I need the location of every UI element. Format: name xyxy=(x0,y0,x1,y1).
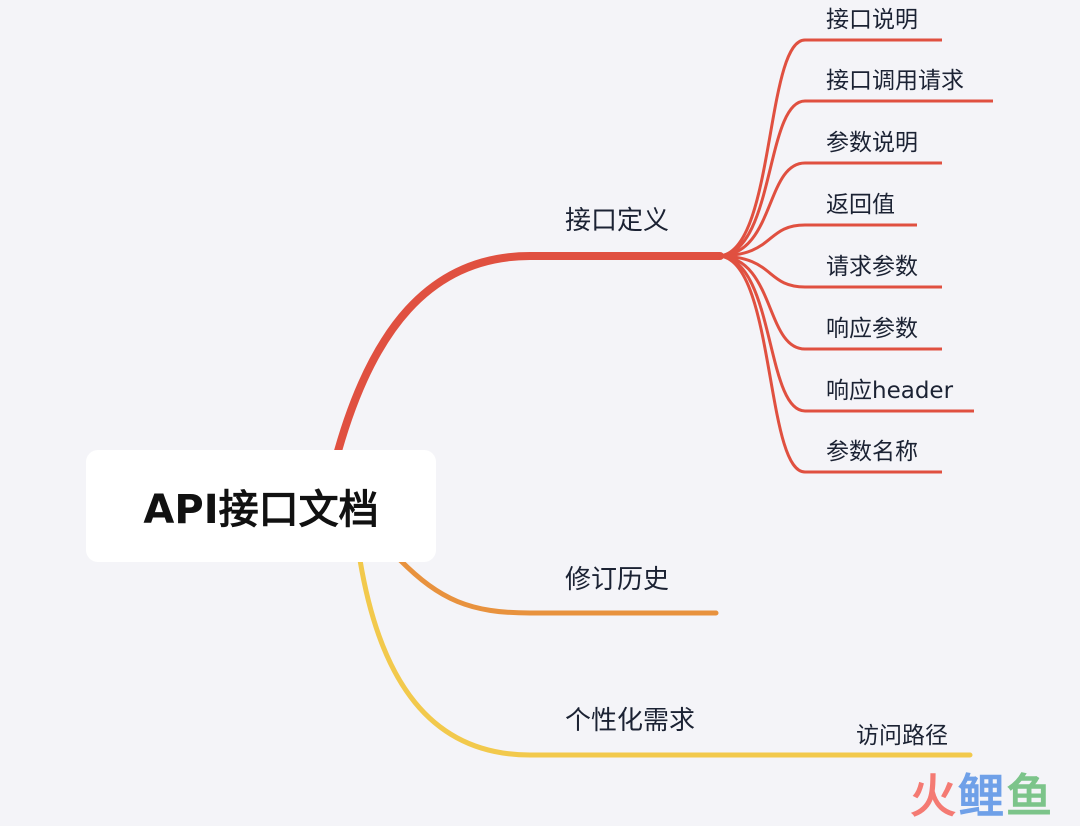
mind-map-connectors xyxy=(331,38,993,758)
connector-leaf xyxy=(717,161,942,258)
watermark-char: 鲤 xyxy=(958,769,1006,823)
leaf-node[interactable]: 请求参数 xyxy=(826,254,918,280)
leaf-node[interactable]: 参数说明 xyxy=(826,130,918,156)
connector-leaf xyxy=(717,223,917,258)
leaf-node[interactable]: 响应header xyxy=(826,378,954,404)
leaf-node[interactable]: 返回值 xyxy=(826,192,895,218)
root-node[interactable]: API接口文档 xyxy=(86,450,436,562)
root-label: API接口文档 xyxy=(143,487,379,533)
branch-revision-history[interactable]: 修订历史 xyxy=(565,565,670,595)
leaf-node[interactable]: 接口说明 xyxy=(826,7,918,33)
connector-custom-requirements xyxy=(357,557,973,758)
branch-interface-definition[interactable]: 接口定义 xyxy=(565,206,670,236)
leaf-node[interactable]: 接口调用请求 xyxy=(826,68,964,94)
connector-leaf xyxy=(717,38,942,258)
connector-leaf xyxy=(717,254,942,474)
connector-leaves-interface xyxy=(717,38,993,474)
watermark-logo: 火鲤鱼 xyxy=(910,760,1054,826)
connector-leaf xyxy=(717,254,974,413)
leaf-node[interactable]: 访问路径 xyxy=(856,723,948,749)
leaf-node[interactable]: 参数名称 xyxy=(826,439,918,465)
watermark-char: 火 xyxy=(910,769,958,823)
connector-leaf xyxy=(717,254,942,289)
connector-leaf xyxy=(717,99,993,258)
watermark-char: 鱼 xyxy=(1006,769,1054,823)
connector-revision-history xyxy=(397,557,719,616)
connector-interface-definition xyxy=(331,252,724,466)
leaf-node[interactable]: 响应参数 xyxy=(826,316,918,342)
branch-custom-requirements[interactable]: 个性化需求 xyxy=(565,706,696,736)
connector-leaf xyxy=(717,254,942,351)
